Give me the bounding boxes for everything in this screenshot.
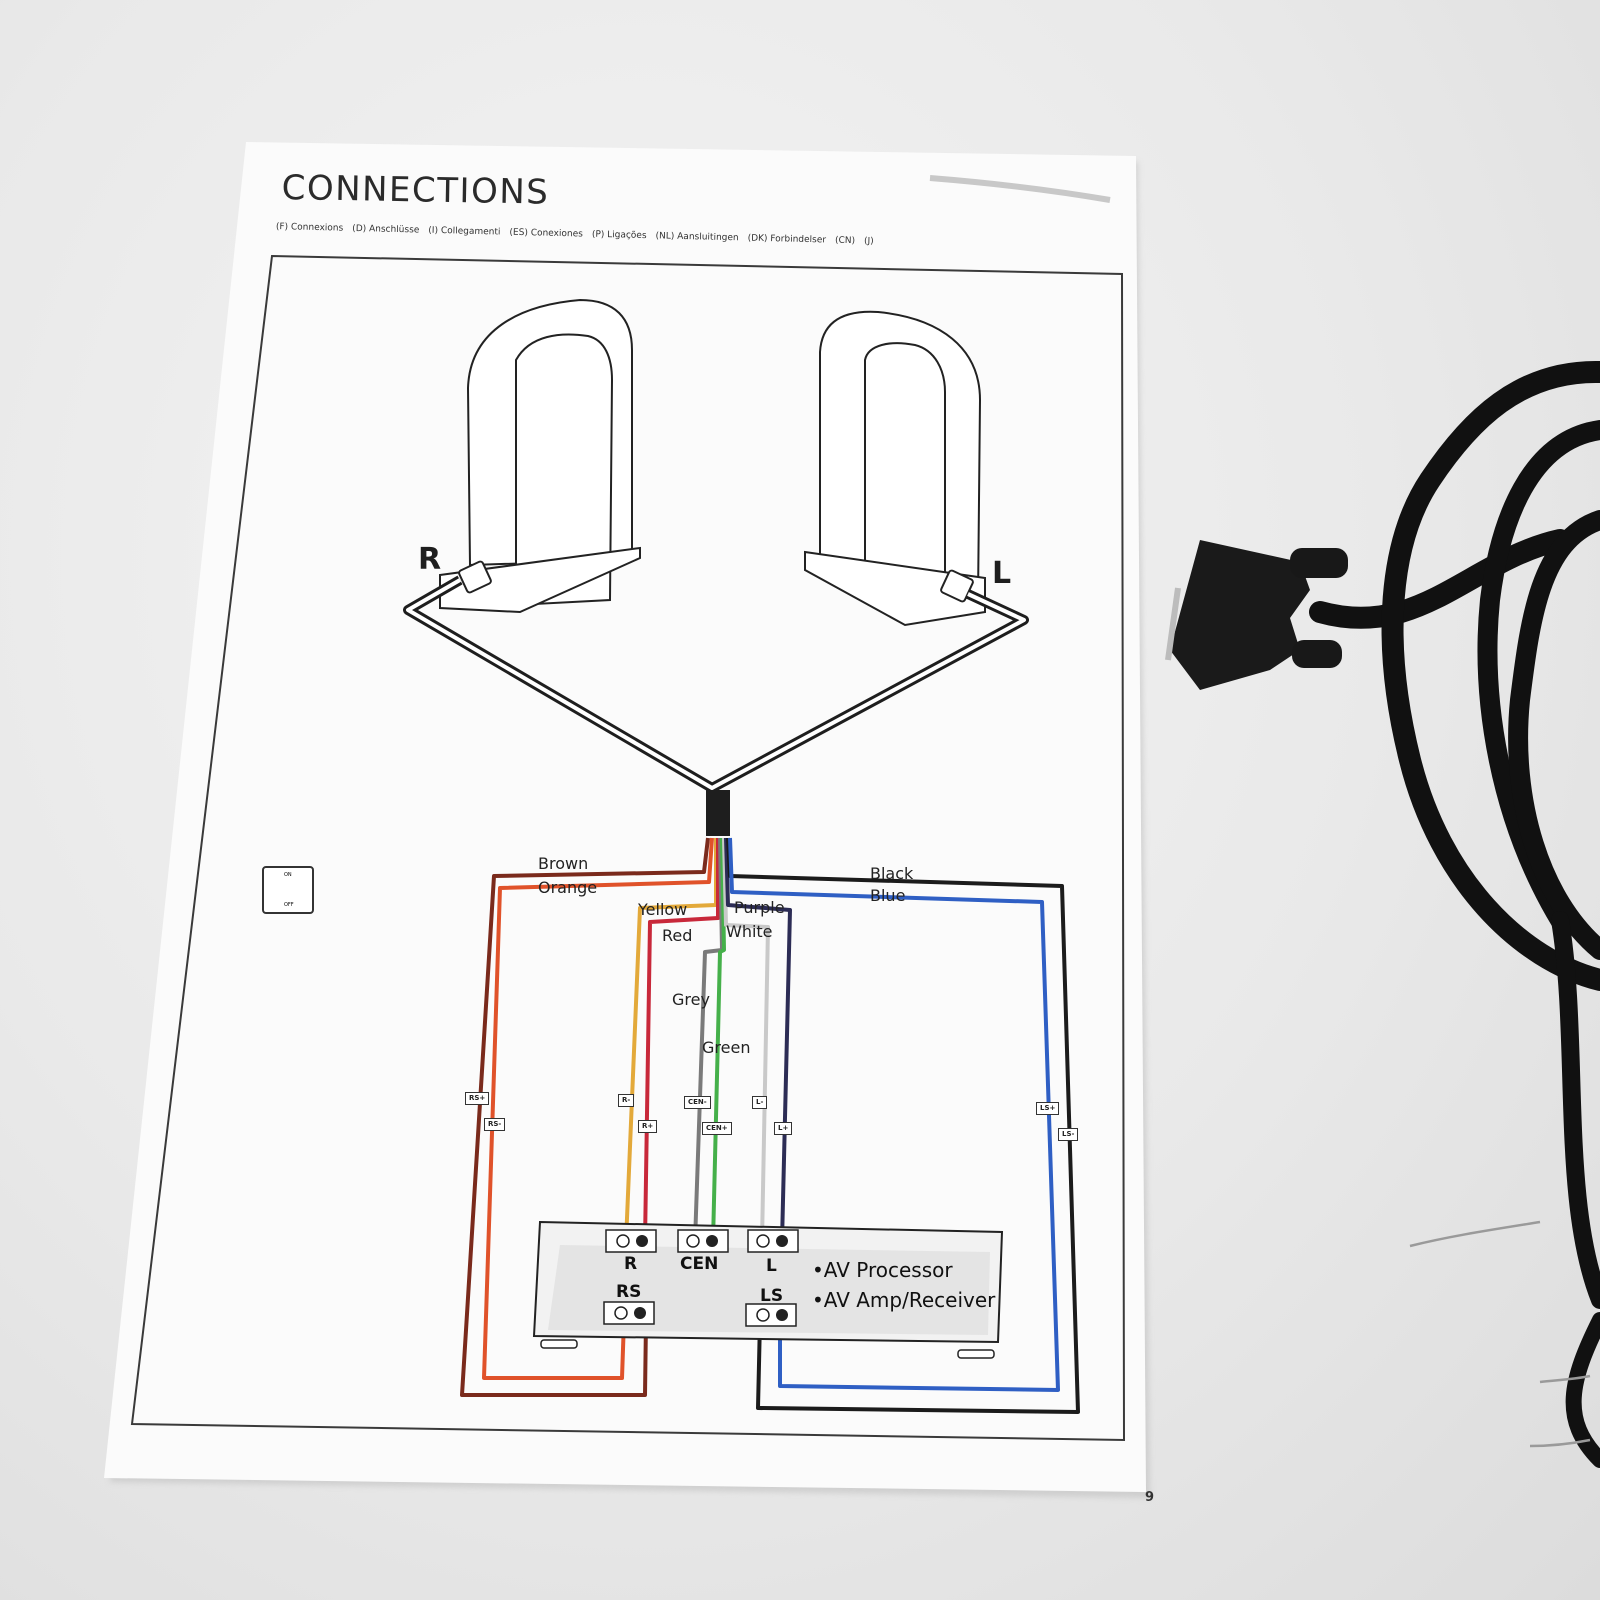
wire-label-purple: Purple [734, 898, 785, 917]
tag-cen-plus: CEN+ [702, 1122, 732, 1135]
language-item: (D) Anschlüsse [352, 223, 420, 236]
language-item: (ES) Conexiones [509, 227, 583, 240]
page-number: 9 [1145, 1490, 1155, 1505]
language-item: (P) Ligações [591, 229, 647, 242]
wire-label-blue: Blue [870, 886, 906, 905]
language-item: (J) [863, 236, 874, 247]
device-label-receiver: •AV Amp/Receiver [812, 1288, 996, 1312]
wire-label-green: Green [702, 1038, 751, 1057]
black-cable-bundle [1309, 360, 1600, 1468]
switch-off-label: OFF [284, 902, 294, 908]
wire-label-grey: Grey [672, 990, 710, 1009]
right-speaker-drawing [439, 298, 641, 614]
speaker-left-label: L [992, 556, 1012, 591]
wire-label-yellow: Yellow [638, 900, 688, 919]
page-title: CONNECTIONS [281, 168, 550, 213]
tag-l-plus: L+ [774, 1122, 793, 1135]
language-item: (I) Collegamenti [428, 225, 501, 238]
wire-label-orange: Orange [538, 878, 598, 897]
tag-rs-minus: RS- [484, 1118, 506, 1131]
language-item: (DK) Forbindelser [747, 233, 827, 246]
switch-on-label: ON [284, 872, 292, 878]
tag-cen-minus: CEN- [684, 1096, 711, 1109]
tag-ls-plus: LS+ [1036, 1102, 1060, 1115]
tag-rs-plus: RS+ [465, 1092, 490, 1105]
terminal-label-l: L [766, 1256, 777, 1276]
terminal-label-ls: LS [760, 1286, 784, 1306]
language-item: (F) Connexions [275, 222, 344, 234]
terminal-label-r: R [624, 1254, 638, 1274]
tag-l-minus: L- [752, 1096, 768, 1109]
language-item: (NL) Aansluitingen [655, 231, 739, 244]
tag-ls-minus: LS- [1058, 1128, 1079, 1141]
dsub-plug-icon [1165, 540, 1348, 690]
wire-label-red: Red [662, 926, 693, 945]
tag-r-plus: R+ [638, 1120, 658, 1133]
tag-r-minus: R- [618, 1094, 635, 1107]
device-label-processor: •AV Processor [812, 1258, 953, 1282]
speaker-right-label: R [418, 542, 442, 577]
bare-wire-ends [1409, 1220, 1591, 1448]
left-speaker-drawing [804, 310, 986, 627]
terminal-label-cen: CEN [680, 1254, 719, 1274]
switch-icon: ON OFF [262, 866, 314, 914]
wire-label-white: White [726, 922, 773, 941]
diagram-frame [130, 254, 1126, 1442]
terminal-label-rs: RS [616, 1282, 642, 1302]
wire-label-brown: Brown [538, 854, 589, 873]
language-item: (CN) [834, 235, 856, 247]
wire-label-black: Black [870, 864, 914, 883]
speaker-cables [403, 575, 1029, 836]
av-processor-box [532, 1220, 1004, 1359]
